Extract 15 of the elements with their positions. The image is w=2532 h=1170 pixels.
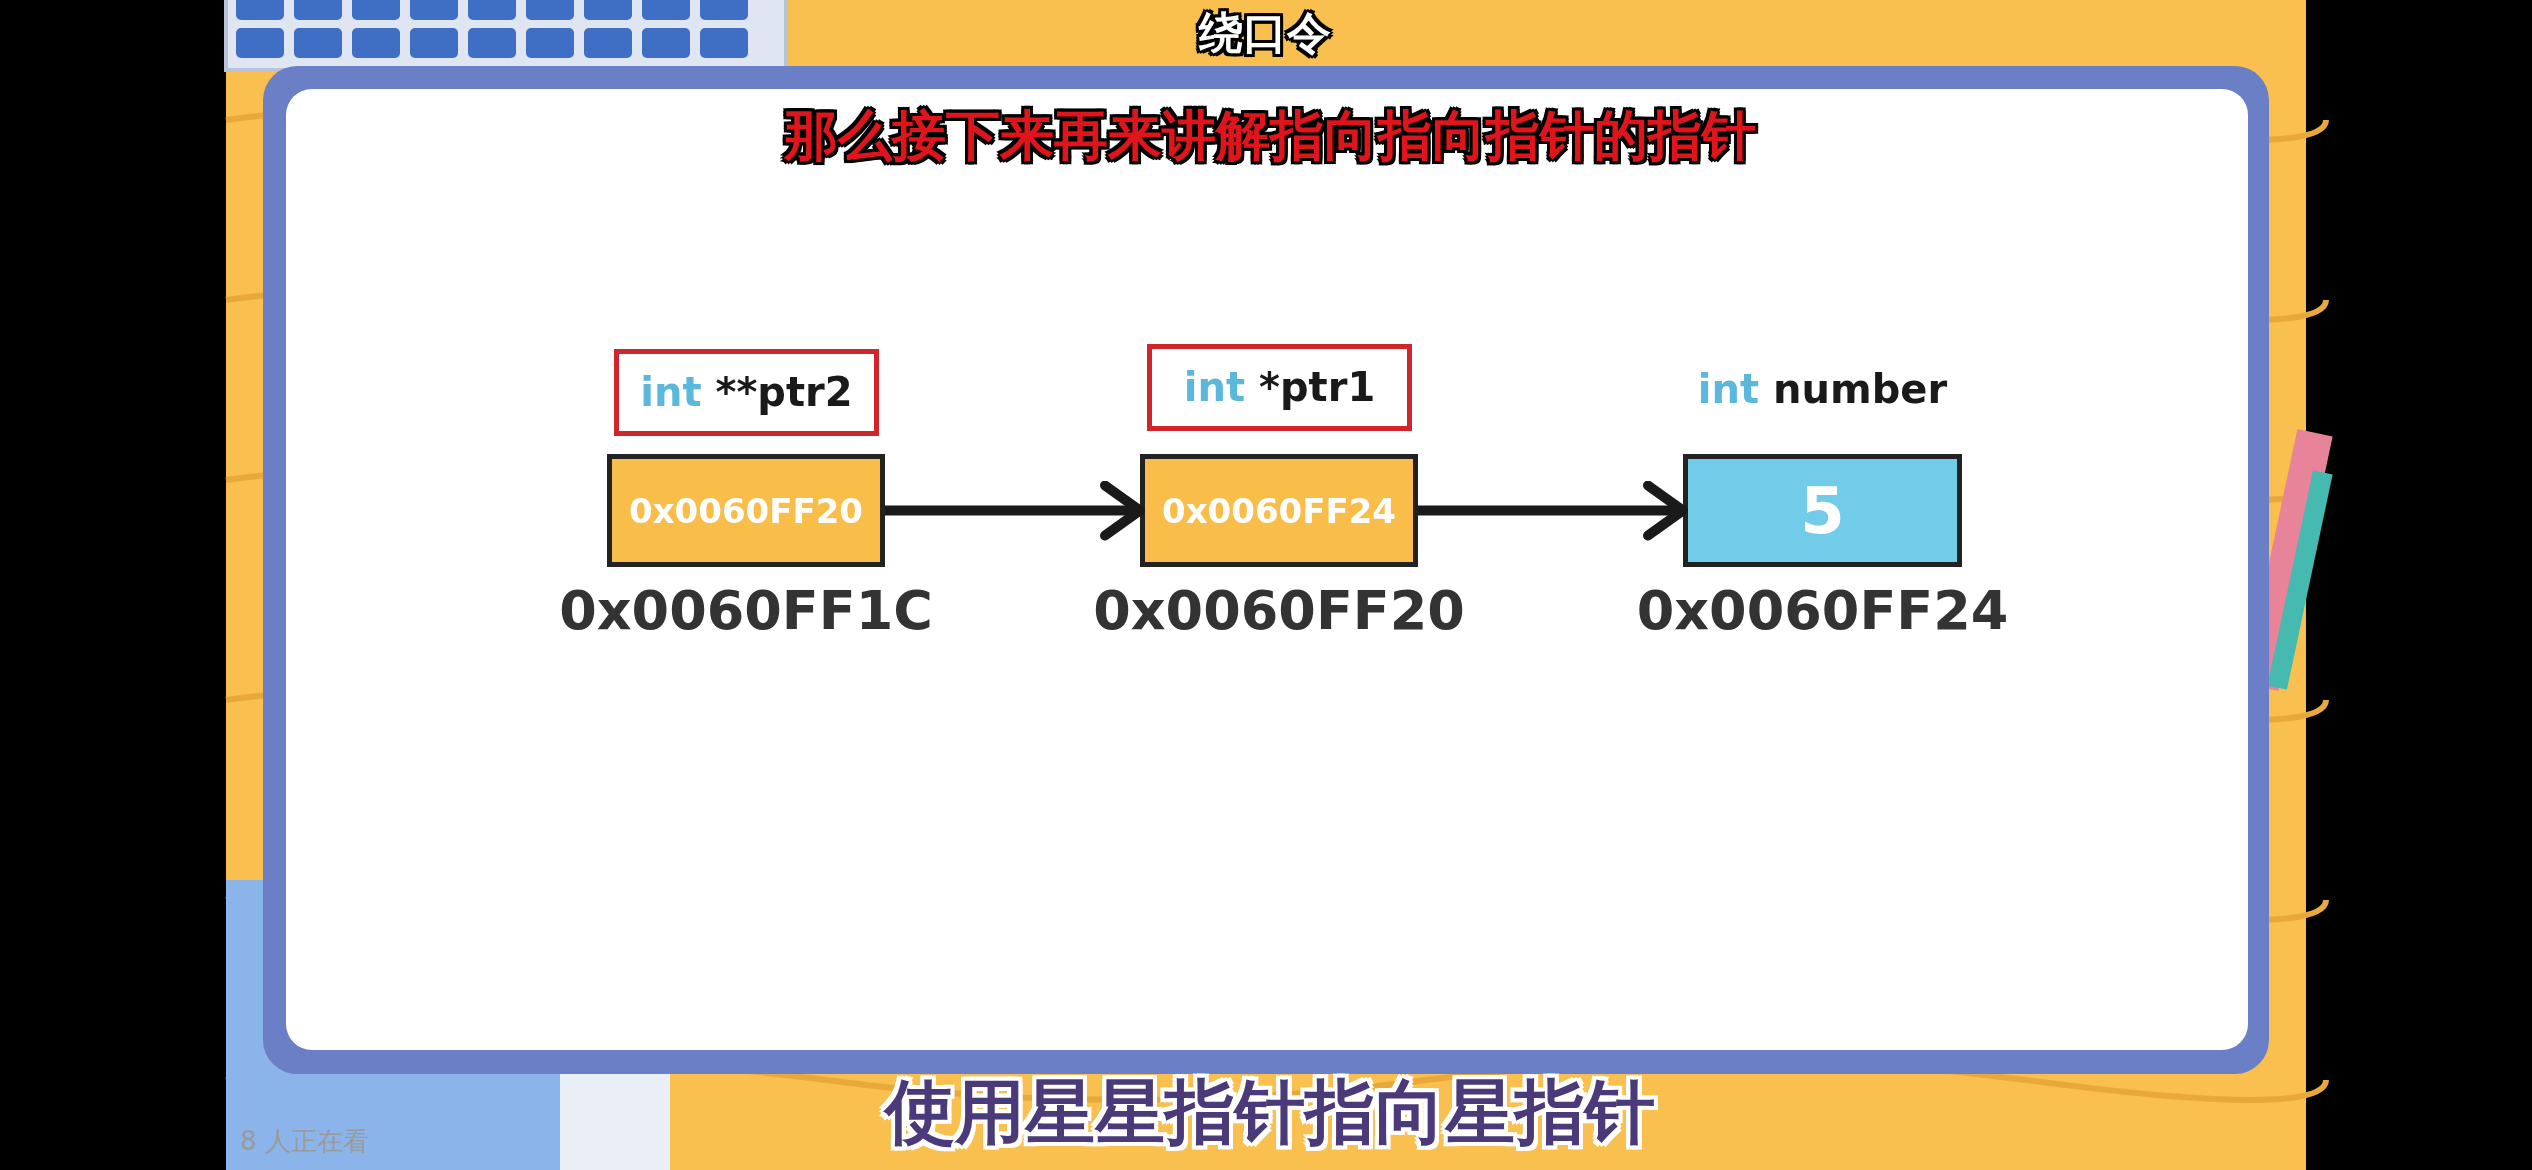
highlighted-declaration: int *ptr1 (1147, 344, 1412, 431)
address-label: 0x0060FF24 (1635, 579, 2010, 642)
caption: 使用星星指针指向星指针 (882, 1070, 1656, 1155)
memory-cell: 0x0060FF24 (1140, 454, 1418, 567)
address-label: 0x0060FF20 (1092, 579, 1466, 642)
title: 绕口令 (1197, 6, 1332, 60)
highlighted-declaration: int **ptr2 (614, 349, 879, 436)
memory-cell: 0x0060FF20 (607, 454, 885, 567)
arrow (1418, 480, 1688, 541)
declaration: int number (1696, 365, 1949, 414)
memory-cell: 5 (1683, 454, 1962, 567)
subtitle: 那么接下来再来讲解指向指向指针的指针 (782, 103, 1757, 169)
address-label: 0x0060FF1C (558, 579, 934, 642)
viewer-count: 8 人正在看 (240, 1125, 370, 1158)
arrow (885, 480, 1145, 541)
